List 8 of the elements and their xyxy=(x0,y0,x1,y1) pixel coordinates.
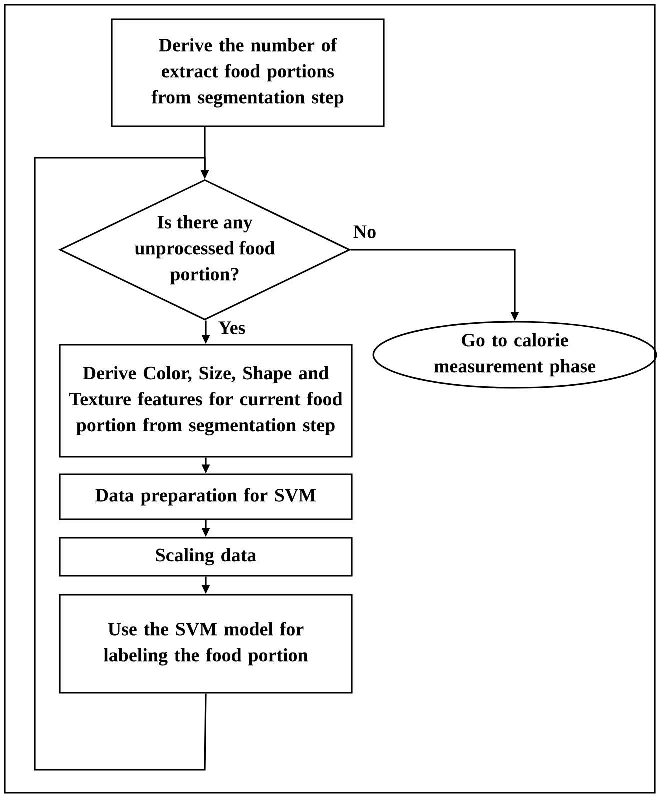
process-box: Derive Color, Size, Shape and Texture features for current food portion from segmentation step xyxy=(59,344,353,458)
edge-label: No xyxy=(352,224,378,240)
edge-label: Yes xyxy=(217,320,247,336)
process-box: Derive the number of extract food portions from segmentation step xyxy=(111,18,385,128)
arrow xyxy=(34,157,210,771)
process-box: Data preparation for SVM xyxy=(59,474,353,520)
process-box: Scaling data xyxy=(59,537,353,577)
process-box: Use the SVM model for labeling the food portion xyxy=(59,594,353,694)
